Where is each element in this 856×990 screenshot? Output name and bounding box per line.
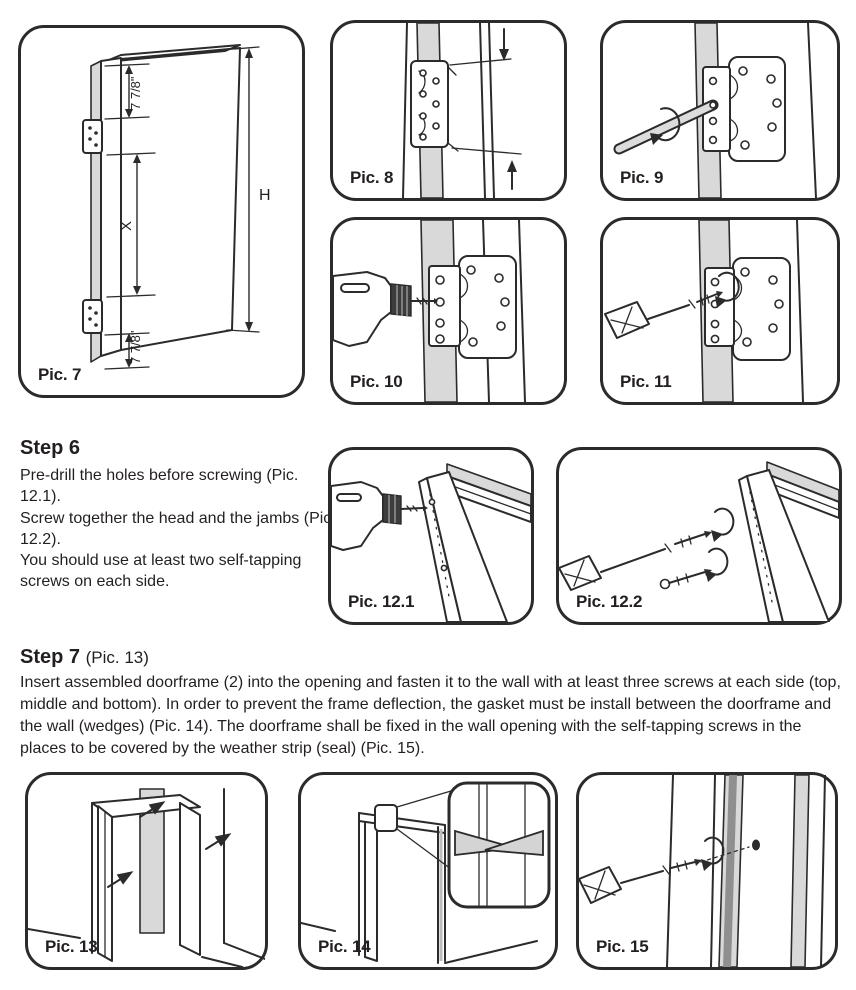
panel-pic-7: 7 7/8" X 7 7/8" H Pic. 7	[18, 25, 305, 398]
panel-label: Pic. 7	[38, 365, 82, 384]
arrow-down-icon	[499, 28, 509, 61]
panel-pic-14: Pic. 14	[298, 772, 558, 970]
panel-pic-12-1: Pic. 12.1	[328, 447, 534, 625]
panel-label: Pic. 9	[620, 168, 664, 187]
step6-line: Pre-drill the holes before screwing (Pic…	[20, 467, 299, 506]
step6-title: Step 6	[20, 437, 81, 459]
panel-pic-15: Pic. 15	[576, 772, 838, 970]
frame-insertion-diagram	[28, 788, 265, 967]
hinge-icon	[702, 56, 786, 162]
panel-label: Pic. 10	[350, 372, 403, 391]
step7-section: Step 7 (Pic. 13) Insert assembled doorfr…	[20, 646, 842, 760]
drill-icon	[331, 481, 428, 551]
panel-label: Pic. 12.1	[348, 592, 415, 611]
weather-strip-groove	[723, 775, 737, 967]
hole-marking-diagram	[613, 23, 817, 198]
rotate-arrow-icon	[701, 836, 725, 871]
panel-pic-12-2: Pic. 12.2	[556, 447, 842, 625]
arrow-icon	[205, 833, 232, 850]
step7-title-ref: (Pic. 13)	[85, 648, 149, 667]
hinge-icon	[428, 255, 517, 359]
step7-body: Insert assembled doorframe (2) into the …	[20, 674, 841, 758]
frame-predrill-diagram	[331, 463, 531, 622]
rotate-arrow-icon	[711, 507, 735, 542]
panel-pic-13: Pic. 13	[25, 772, 268, 970]
step7-title: Step 7	[20, 646, 81, 668]
dim-label-top: 7 7/8"	[128, 76, 143, 110]
panel-pic-8: Pic. 8	[330, 20, 567, 201]
frame-screwing-diagram	[559, 461, 839, 622]
panel-label: Pic. 11	[620, 372, 672, 391]
panel-pic-9: Pic. 9	[600, 20, 840, 201]
hinge-position-diagram: 7 7/8" X 7 7/8" H	[82, 44, 271, 370]
screw-icon	[674, 531, 712, 548]
screw-icon	[670, 859, 702, 872]
panel-pic-11: Pic. 11	[600, 217, 840, 405]
screwing-hinge-diagram	[604, 220, 804, 402]
frame-fixing-diagram	[579, 775, 826, 967]
hinge-alignment-diagram	[402, 23, 522, 198]
rotate-arrow-icon	[715, 271, 740, 308]
screwdriver-icon	[559, 543, 672, 591]
step6-section: Step 6 Pre-drill the holes before screwi…	[20, 437, 338, 593]
screwdriver-icon	[604, 299, 696, 339]
dim-label-x: X	[118, 221, 135, 231]
wedge-placement-diagram	[301, 781, 551, 964]
drill-icon	[333, 271, 438, 347]
rotate-arrow-icon	[705, 547, 729, 582]
marking-rod-icon	[613, 99, 719, 155]
drilling-hinge-diagram	[333, 220, 526, 402]
hinge-icon	[82, 119, 103, 154]
wedge-detail-inset	[447, 781, 551, 909]
screw-point-mark	[752, 839, 760, 851]
hinge-icon	[82, 299, 103, 334]
step6-line: You should use at least two self-tapping…	[20, 552, 302, 591]
arrow-icon	[107, 871, 134, 888]
panel-label: Pic. 8	[350, 168, 394, 187]
rotate-arrow-icon	[650, 107, 681, 145]
panel-label: Pic. 13	[45, 937, 98, 956]
arrow-icon	[139, 801, 166, 818]
arrow-up-icon	[507, 160, 517, 190]
step6-line: Screw together the head and the jambs (P…	[20, 509, 336, 548]
wedge-icon	[484, 829, 544, 856]
wedge-location-marker	[374, 804, 398, 832]
panel-pic-10: Pic. 10	[330, 217, 567, 405]
screw-icon	[659, 569, 712, 590]
screwdriver-icon	[579, 865, 670, 904]
hinge-icon	[704, 257, 791, 361]
dim-label-bottom: 7 7/8"	[128, 330, 143, 364]
panel-label: Pic. 15	[596, 937, 649, 956]
panel-label: Pic. 12.2	[576, 592, 643, 611]
screw-icon	[696, 291, 723, 306]
hinge-icon	[410, 60, 459, 152]
dim-label-h: H	[259, 187, 271, 204]
panel-label: Pic. 14	[318, 937, 371, 956]
